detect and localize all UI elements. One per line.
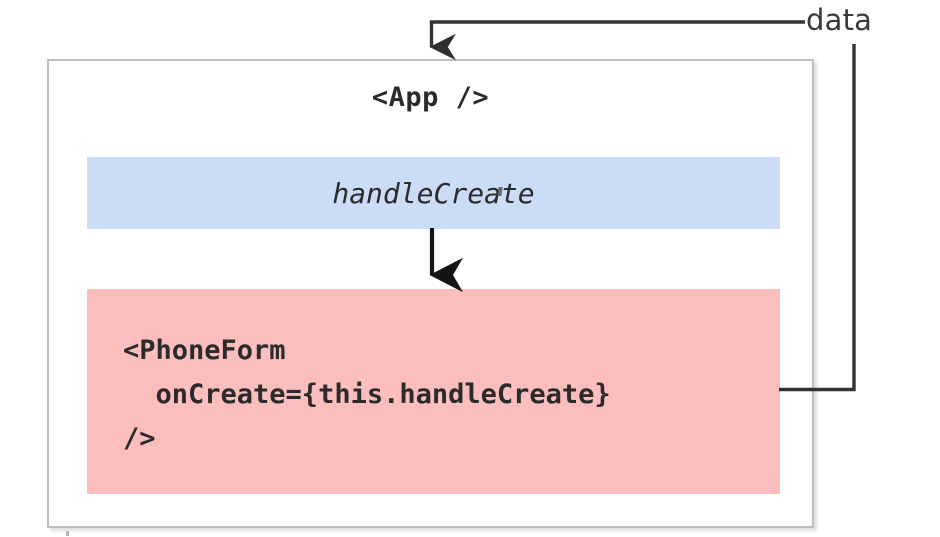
handle-create-block: handleCreate	[87, 157, 780, 229]
app-component-title: <App />	[371, 82, 490, 113]
data-flow-label: data	[806, 3, 873, 37]
app-component-container: <App /> handleCreate <PhoneForm onCreate…	[47, 59, 814, 528]
phone-form-block: <PhoneForm onCreate={this.handleCreate} …	[87, 289, 780, 494]
page-speck-artifact	[66, 531, 69, 536]
phone-form-code: <PhoneForm onCreate={this.handleCreate} …	[123, 335, 611, 454]
handle-create-label: handleCreate	[332, 176, 535, 210]
